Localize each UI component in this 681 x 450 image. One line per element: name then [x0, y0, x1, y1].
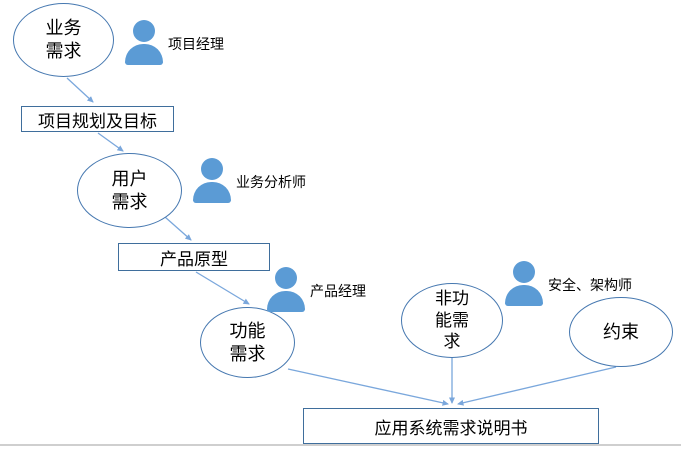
- connector-functional-to-spec: [287, 368, 449, 406]
- actor-project-manager-label: 项目经理: [168, 38, 224, 53]
- node-constraints-label: 约束: [603, 321, 639, 342]
- node-project-plan-goals-label: 项目规划及目标: [38, 111, 157, 131]
- person-body: [125, 44, 163, 65]
- person-icon: [505, 261, 543, 306]
- node-user-requirements-label: 用户 需求: [111, 168, 148, 212]
- actor-business-analyst-label: 业务分析师: [236, 176, 306, 191]
- actor-business-analyst: 业务分析师: [193, 158, 306, 203]
- person-head: [513, 261, 535, 283]
- person-head: [275, 267, 297, 289]
- node-functional-requirements-label: 功能 需求: [229, 320, 266, 364]
- person-icon: [125, 20, 163, 65]
- node-nonfunctional-requirements-label: 非功 能需 求: [435, 289, 469, 352]
- node-constraints: 约束: [569, 297, 673, 367]
- connector-business-to-plan: [66, 77, 94, 103]
- actor-security-architect-label: 安全、架构师: [548, 279, 632, 294]
- person-head: [133, 20, 155, 42]
- node-functional-requirements: 功能 需求: [200, 307, 295, 378]
- node-application-spec-label: 应用系统需求说明书: [374, 418, 528, 438]
- connector-plan-to-user: [97, 132, 124, 152]
- actor-project-manager: 项目经理: [125, 20, 224, 65]
- actor-product-manager: 产品经理: [267, 267, 366, 312]
- node-user-requirements: 用户 需求: [77, 153, 182, 228]
- connector-constraint-to-spec: [457, 366, 617, 406]
- node-nonfunctional-requirements: 非功 能需 求: [401, 283, 503, 358]
- node-project-plan-goals: 项目规划及目标: [21, 106, 174, 132]
- person-icon: [193, 158, 231, 203]
- person-body: [193, 182, 231, 203]
- node-business-requirements: 业务 需求: [13, 3, 114, 77]
- node-business-requirements-label: 业务 需求: [45, 18, 82, 61]
- node-product-prototype-label: 产品原型: [160, 249, 228, 269]
- person-head: [201, 158, 223, 180]
- connector-user-to-prototype: [164, 216, 192, 241]
- connector-prototype-to-functional: [195, 271, 250, 305]
- window-bottom-edge: [0, 444, 681, 446]
- node-application-spec: 应用系统需求说明书: [303, 408, 599, 444]
- person-icon: [267, 267, 305, 312]
- node-product-prototype: 产品原型: [118, 243, 270, 271]
- actor-product-manager-label: 产品经理: [310, 285, 366, 300]
- person-body: [267, 291, 305, 312]
- actor-security-architect: 安全、架构师: [505, 261, 632, 306]
- person-body: [505, 285, 543, 306]
